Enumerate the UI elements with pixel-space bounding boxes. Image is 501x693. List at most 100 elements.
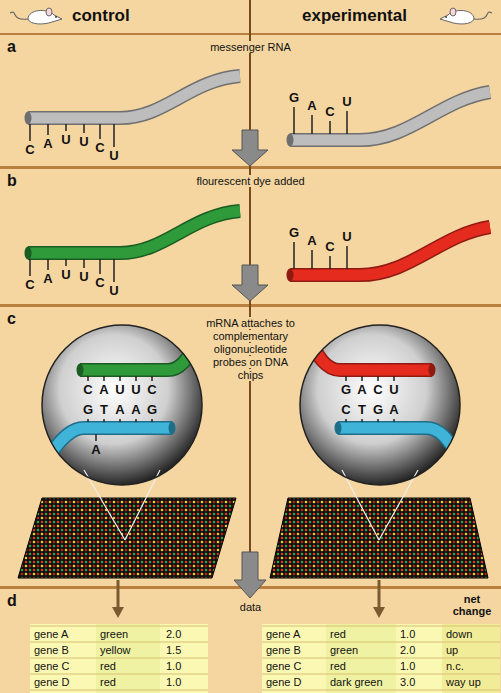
base-tick [29, 259, 31, 276]
base-tick [135, 376, 137, 381]
base-tick [113, 259, 115, 282]
label-holder: C [22, 142, 38, 158]
base-tick [47, 259, 49, 270]
mouse-icon [440, 8, 492, 24]
base-tick [29, 124, 31, 141]
text-holder: control [72, 6, 130, 26]
base-letter: A [131, 402, 140, 417]
base-letter: U [389, 382, 398, 397]
table-cell: gene A [34, 628, 68, 640]
label-holder: U [76, 269, 92, 285]
zoom-circle [42, 325, 202, 485]
label-holder: C [322, 239, 338, 255]
base-letter: U [115, 382, 124, 397]
table-cell: gene C [266, 660, 301, 672]
base-letter: G [289, 90, 299, 105]
step-arrow [232, 130, 268, 166]
base-letter: G [289, 225, 299, 240]
table-cell: way up [446, 676, 481, 688]
base-tick [293, 242, 295, 269]
label-holder: U [112, 382, 128, 398]
table-cell: red [100, 676, 116, 688]
base-tick [361, 419, 363, 422]
base-tick [361, 376, 363, 381]
table-cell: gene B [266, 644, 301, 656]
base-tick [346, 246, 348, 269]
base-tick [311, 115, 313, 134]
mouse-icon [10, 8, 62, 24]
base-letter: C [147, 382, 156, 397]
base-letter: G [147, 402, 157, 417]
step-letter: a [7, 38, 16, 55]
label-holder: net change [446, 593, 498, 617]
base-tick [119, 419, 121, 422]
column-heading: net change [453, 593, 492, 617]
base-letter: A [91, 442, 100, 457]
label-holder: gene A [34, 627, 68, 641]
base-tick [329, 121, 331, 134]
base-letter: C [373, 382, 382, 397]
label-holder: gene B [34, 643, 69, 657]
label-holder: 3.0 [400, 675, 415, 689]
base-letter: U [61, 267, 70, 282]
rna-strand [335, 422, 457, 453]
label-holder: C [322, 104, 338, 120]
label-holder: down [446, 627, 472, 641]
label-holder: gene D [34, 675, 69, 689]
table-cell: up [446, 644, 458, 656]
label-holder: red [100, 659, 116, 673]
base-letter: U [61, 132, 70, 147]
label-holder: way up [446, 675, 481, 689]
base-letter: G [341, 382, 351, 397]
base-tick [135, 419, 137, 422]
label-holder: red [330, 659, 346, 673]
base-tick [393, 376, 395, 381]
base-tick [329, 256, 331, 269]
label-holder: A [88, 442, 104, 458]
table-cell: 2.0 [166, 628, 181, 640]
table-cell: 1.0 [400, 628, 415, 640]
base-letter: A [43, 136, 52, 151]
table-cell: down [446, 628, 472, 640]
base-letter: U [109, 148, 118, 163]
label-holder: U [386, 382, 402, 398]
base-tick [87, 376, 89, 381]
step-caption: data [240, 601, 261, 613]
base-letter: C [95, 140, 104, 155]
step-arrow [234, 552, 266, 598]
table-cell: 1.5 [166, 644, 181, 656]
label-holder: red [330, 627, 346, 641]
label-holder: n.c. [446, 659, 464, 673]
label-holder: U [58, 132, 74, 148]
step-letter: b [7, 172, 17, 189]
label-holder: gene D [266, 675, 301, 689]
base-tick [65, 259, 67, 266]
text-holder: data [221, 601, 281, 614]
base-letter: A [99, 382, 108, 397]
label-holder: C [338, 402, 354, 418]
base-letter: U [79, 134, 88, 149]
label-holder: C [370, 382, 386, 398]
table-cell: 2.0 [400, 644, 415, 656]
base-letter: C [341, 402, 350, 417]
base-tick [345, 376, 347, 381]
base-tick [393, 419, 395, 422]
label-holder: A [304, 98, 320, 114]
label-holder: G [286, 225, 302, 241]
base-tick [103, 419, 105, 422]
label-holder: U [106, 148, 122, 164]
text-holder: messenger RNA [176, 41, 326, 54]
base-letter: U [342, 94, 351, 109]
base-tick [151, 419, 153, 422]
label-holder: U [128, 382, 144, 398]
zoom-circle-rim [300, 325, 460, 485]
table-cell: red [330, 628, 346, 640]
label-holder: U [106, 283, 122, 299]
base-letter: C [25, 142, 34, 157]
rna-strand [287, 92, 491, 147]
base-letter: U [131, 382, 140, 397]
label-holder: 2.0 [400, 643, 415, 657]
table-cell: yellow [100, 644, 131, 656]
table-cell: gene D [266, 676, 301, 688]
label-holder: A [354, 382, 370, 398]
